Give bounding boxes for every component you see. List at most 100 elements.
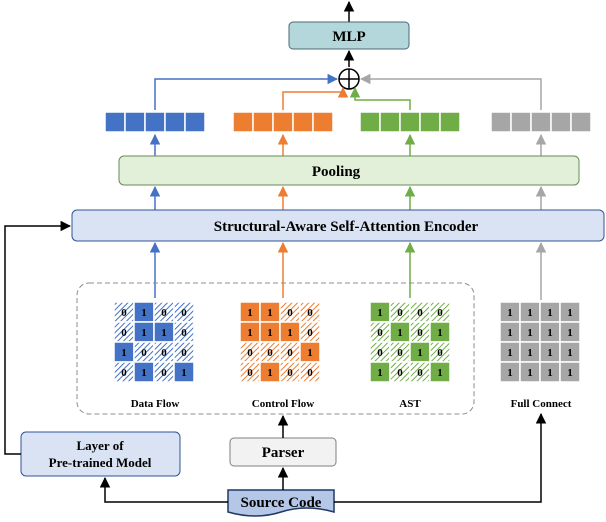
vector-cell [399, 111, 421, 133]
vector-cell [530, 111, 552, 133]
matrix-cell-value: 0 [141, 347, 147, 359]
graph-matrices-container [76, 282, 475, 415]
matrix-cell-value: 1 [567, 327, 573, 339]
mlp-label: MLP [332, 29, 365, 45]
matrix-cell-value: 1 [247, 327, 253, 339]
matrix-cell-value: 0 [377, 347, 383, 359]
concat-plus [338, 68, 360, 90]
matrix-cell-value: 0 [181, 347, 187, 359]
vector-cell [490, 111, 512, 133]
vector-cell [272, 111, 294, 133]
matrix-cell-value: 0 [287, 307, 293, 319]
pretrained-layer-line1: Layer of [76, 438, 124, 453]
vector-cell [439, 111, 461, 133]
matrix-cell-value: 1 [437, 327, 443, 339]
matrix-cell-value: 1 [141, 367, 147, 379]
vector-cell [104, 111, 126, 133]
matrix-cell-value: 1 [161, 327, 167, 339]
pooling-box [118, 155, 580, 186]
source-code-shape [227, 489, 335, 517]
matrix-cell-value: 1 [247, 307, 253, 319]
matrix-cell-value: 0 [307, 367, 313, 379]
full-connect-vector [490, 111, 592, 133]
matrix-cell [173, 361, 195, 383]
matrix-cell-value: 1 [267, 327, 273, 339]
vector-cell [292, 111, 314, 133]
matrix-cell-value: 0 [161, 347, 167, 359]
matrix-cell-value: 0 [161, 367, 167, 379]
matrix-cell-value: 0 [397, 347, 403, 359]
vector-cell [510, 111, 532, 133]
matrix-cell-value: 1 [507, 327, 513, 339]
full-connect-label: Full Connect [511, 398, 572, 410]
ast-label: AST [399, 398, 421, 410]
vector-cell [550, 111, 572, 133]
control-flow-vector [232, 111, 334, 133]
matrix-cell-value: 1 [121, 347, 127, 359]
pretrained-layer-block: Layer of Pre-trained Model [20, 431, 181, 477]
matrix-cell-value: 1 [437, 367, 443, 379]
vector-cell [144, 111, 166, 133]
data-flow-vector [104, 111, 206, 133]
layer-to-encoder-arrow [4, 220, 72, 455]
matrix-cell [299, 361, 321, 383]
matrix-cell-value: 1 [181, 367, 187, 379]
matrix-cell-value: 0 [437, 347, 443, 359]
blue-vector-to-plus [154, 73, 339, 110]
matrix-cell-value: 0 [181, 307, 187, 319]
matrix-cell-value: 0 [247, 347, 253, 359]
matrix-cell-value: 1 [141, 327, 147, 339]
matrix-cell-value: 1 [377, 367, 383, 379]
vector-cell [252, 111, 274, 133]
matrix-cell-value: 1 [567, 307, 573, 319]
matrix-cell-value: 0 [377, 327, 383, 339]
matrix-cell-value: 0 [121, 327, 127, 339]
matrix-cell-value: 1 [267, 307, 273, 319]
matrix-cell-value: 1 [567, 347, 573, 359]
matrix-cell-value: 0 [121, 307, 127, 319]
matrix-cell-value: 1 [507, 367, 513, 379]
matrix-cell-value: 1 [287, 327, 293, 339]
matrix-cell-value: 0 [121, 367, 127, 379]
vector-cell [419, 111, 441, 133]
source-code-block: Source Code [227, 489, 335, 517]
matrix-cell-value: 0 [307, 307, 313, 319]
pretrained-layer-line2: Pre-trained Model [49, 455, 152, 470]
matrix-cell-value: 1 [397, 327, 403, 339]
vector-cell [570, 111, 592, 133]
vector-cell [184, 111, 206, 133]
matrix-cell-value: 1 [507, 347, 513, 359]
gray-vector-to-plus [359, 73, 542, 110]
matrix-cell-value: 0 [417, 367, 423, 379]
matrix-cell-value: 1 [507, 307, 513, 319]
matrix-cell-value: 0 [307, 327, 313, 339]
green-vector-to-plus [349, 86, 411, 110]
vector-cell [359, 111, 381, 133]
pooling-label: Pooling [312, 164, 361, 180]
matrix-cell-value: 1 [377, 307, 383, 319]
matrix-cell-value: 1 [527, 367, 533, 379]
matrix-cell-value: 1 [141, 307, 147, 319]
matrix-cell-value: 0 [417, 307, 423, 319]
vector-cell [164, 111, 186, 133]
matrix-cell-value: 1 [547, 347, 553, 359]
matrix-cell-value: 0 [397, 367, 403, 379]
mlp-box [288, 21, 410, 50]
matrix-cell-value: 0 [267, 347, 273, 359]
matrix-cell-value: 0 [397, 307, 403, 319]
vector-cell [232, 111, 254, 133]
orange-vector-to-plus [282, 86, 349, 110]
matrix-cell-value: 0 [247, 367, 253, 379]
ast-vector [359, 111, 461, 133]
source-to-layer-arrow [99, 476, 228, 503]
vector-cell [124, 111, 146, 133]
vector-cell [379, 111, 401, 133]
encoder-box [71, 209, 605, 242]
matrix-cell-value: 1 [547, 367, 553, 379]
control-flow-label: Control Flow [252, 398, 314, 410]
